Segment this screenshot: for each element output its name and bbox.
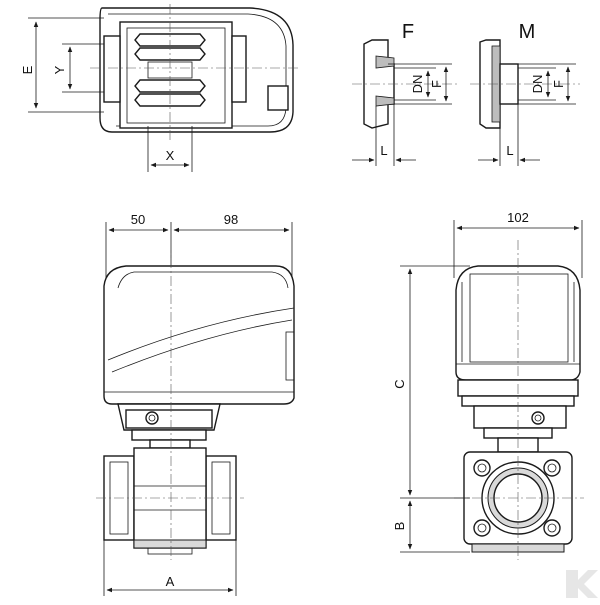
dim-c-label: C bbox=[392, 379, 407, 388]
detail-f-dn-label: DN bbox=[410, 75, 425, 94]
top-view: E Y X bbox=[20, 4, 300, 172]
detail-f-f-label: F bbox=[429, 80, 444, 88]
detail-m-dn-label: DN bbox=[530, 75, 545, 94]
dim-102-label: 102 bbox=[507, 210, 529, 225]
dim-50-label: 50 bbox=[131, 212, 145, 227]
detail-f: F DN F L bbox=[352, 21, 460, 166]
detail-m-l-label: L bbox=[506, 143, 513, 158]
brand-logo bbox=[566, 570, 598, 598]
detail-m-f-label: F bbox=[551, 80, 566, 88]
front-view: 50 98 A bbox=[96, 212, 295, 596]
side-view: 102 C bbox=[392, 210, 584, 560]
detail-m-title: M bbox=[519, 21, 536, 43]
dim-b-label: B bbox=[392, 522, 407, 531]
dim-x-label: X bbox=[166, 148, 175, 163]
detail-f-l-label: L bbox=[380, 143, 387, 158]
dim-y-label: Y bbox=[52, 65, 67, 74]
dim-e-label: E bbox=[20, 65, 35, 74]
dim-98-label: 98 bbox=[224, 212, 238, 227]
dim-a-label: A bbox=[166, 574, 175, 589]
detail-f-title: F bbox=[402, 21, 414, 43]
detail-m: M DN F L bbox=[470, 21, 580, 166]
